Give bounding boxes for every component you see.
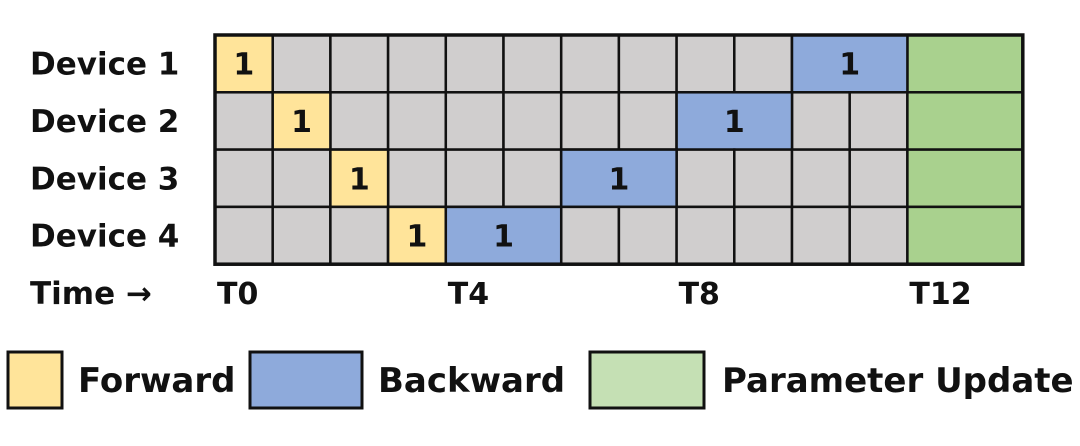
forward-cell-device-2	[271, 91, 332, 151]
update-cell-device-2	[906, 91, 1025, 151]
idle-cell	[213, 91, 274, 151]
update-cell-device-3	[906, 148, 1025, 209]
idle-cell	[271, 33, 332, 94]
idle-cell	[213, 205, 274, 266]
tick-label: T8	[679, 277, 720, 312]
idle-cell	[790, 91, 851, 151]
idle-cell	[733, 33, 794, 94]
tick-label: T0	[217, 277, 258, 312]
idle-cell	[559, 91, 621, 151]
idle-cell	[502, 91, 563, 151]
idle-cell	[790, 205, 851, 266]
idle-cell	[559, 205, 621, 266]
idle-cell	[444, 91, 505, 151]
idle-cell	[271, 148, 332, 209]
backward-cell-label: 1	[839, 48, 860, 83]
row-label-device-1: Device 1	[30, 47, 179, 83]
idle-cell	[329, 205, 390, 266]
idle-cell	[733, 205, 794, 266]
forward-cell-label: 1	[233, 48, 254, 83]
row-labels: Device 1 Device 2 Device 3 Device 4	[30, 47, 179, 255]
backward-cell-label: 1	[724, 105, 745, 140]
idle-cell	[213, 148, 274, 209]
forward-cell-device-4	[386, 205, 448, 266]
backward-cell-label: 1	[608, 162, 629, 197]
backward-cell-label: 1	[493, 220, 514, 255]
legend: Forward Backward Parameter Update	[6, 350, 1074, 410]
backward-cell-device-3	[559, 148, 678, 209]
idle-cell	[502, 33, 563, 94]
idle-cell	[675, 148, 736, 209]
row-label-device-2: Device 2	[30, 104, 179, 140]
legend-swatch-3	[588, 350, 706, 410]
idle-cell	[675, 33, 736, 94]
update-cell-device-4	[906, 205, 1025, 266]
row-label-device-3: Device 3	[30, 161, 179, 197]
tick-label: T12	[909, 277, 971, 312]
idle-cell	[559, 33, 621, 94]
idle-cell	[386, 33, 448, 94]
idle-cell	[386, 91, 448, 151]
idle-cell	[444, 33, 505, 94]
legend-swatch-2	[248, 350, 364, 410]
forward-cell-label: 1	[291, 105, 312, 140]
backward-cell-device-2	[675, 91, 794, 151]
idle-cell	[848, 91, 909, 151]
legend-label-2: Backward	[378, 361, 565, 401]
idle-cell	[675, 205, 736, 266]
idle-cell	[617, 205, 678, 266]
idle-cell	[848, 205, 909, 266]
idle-cell	[617, 33, 678, 94]
idle-cell	[329, 91, 390, 151]
idle-cell	[329, 33, 390, 94]
time-axis: Time → T0 T4 T8 T12	[30, 276, 972, 312]
idle-cell	[733, 148, 794, 209]
tick-label: T4	[448, 277, 489, 312]
forward-cell-label: 1	[349, 162, 370, 197]
idle-cell	[271, 205, 332, 266]
row-label-device-4: Device 4	[30, 219, 179, 255]
idle-cell	[444, 148, 505, 209]
grid-border	[213, 33, 1025, 266]
backward-cell-device-4	[444, 205, 563, 266]
backward-cell-device-1	[790, 33, 909, 94]
idle-cell	[848, 148, 909, 209]
time-axis-label: Time →	[30, 276, 152, 312]
forward-cell-label: 1	[407, 220, 428, 255]
legend-label-1: Forward	[78, 361, 235, 401]
idle-cell	[617, 91, 678, 151]
legend-label-3: Parameter Update	[722, 361, 1074, 401]
idle-cell	[790, 148, 851, 209]
schedule-grid: 1 1 1 1 1 1 1 1	[213, 33, 1025, 266]
legend-swatch-1	[6, 350, 64, 410]
update-cell-device-1	[906, 33, 1025, 94]
idle-cell	[502, 148, 563, 209]
idle-cell	[386, 148, 448, 209]
